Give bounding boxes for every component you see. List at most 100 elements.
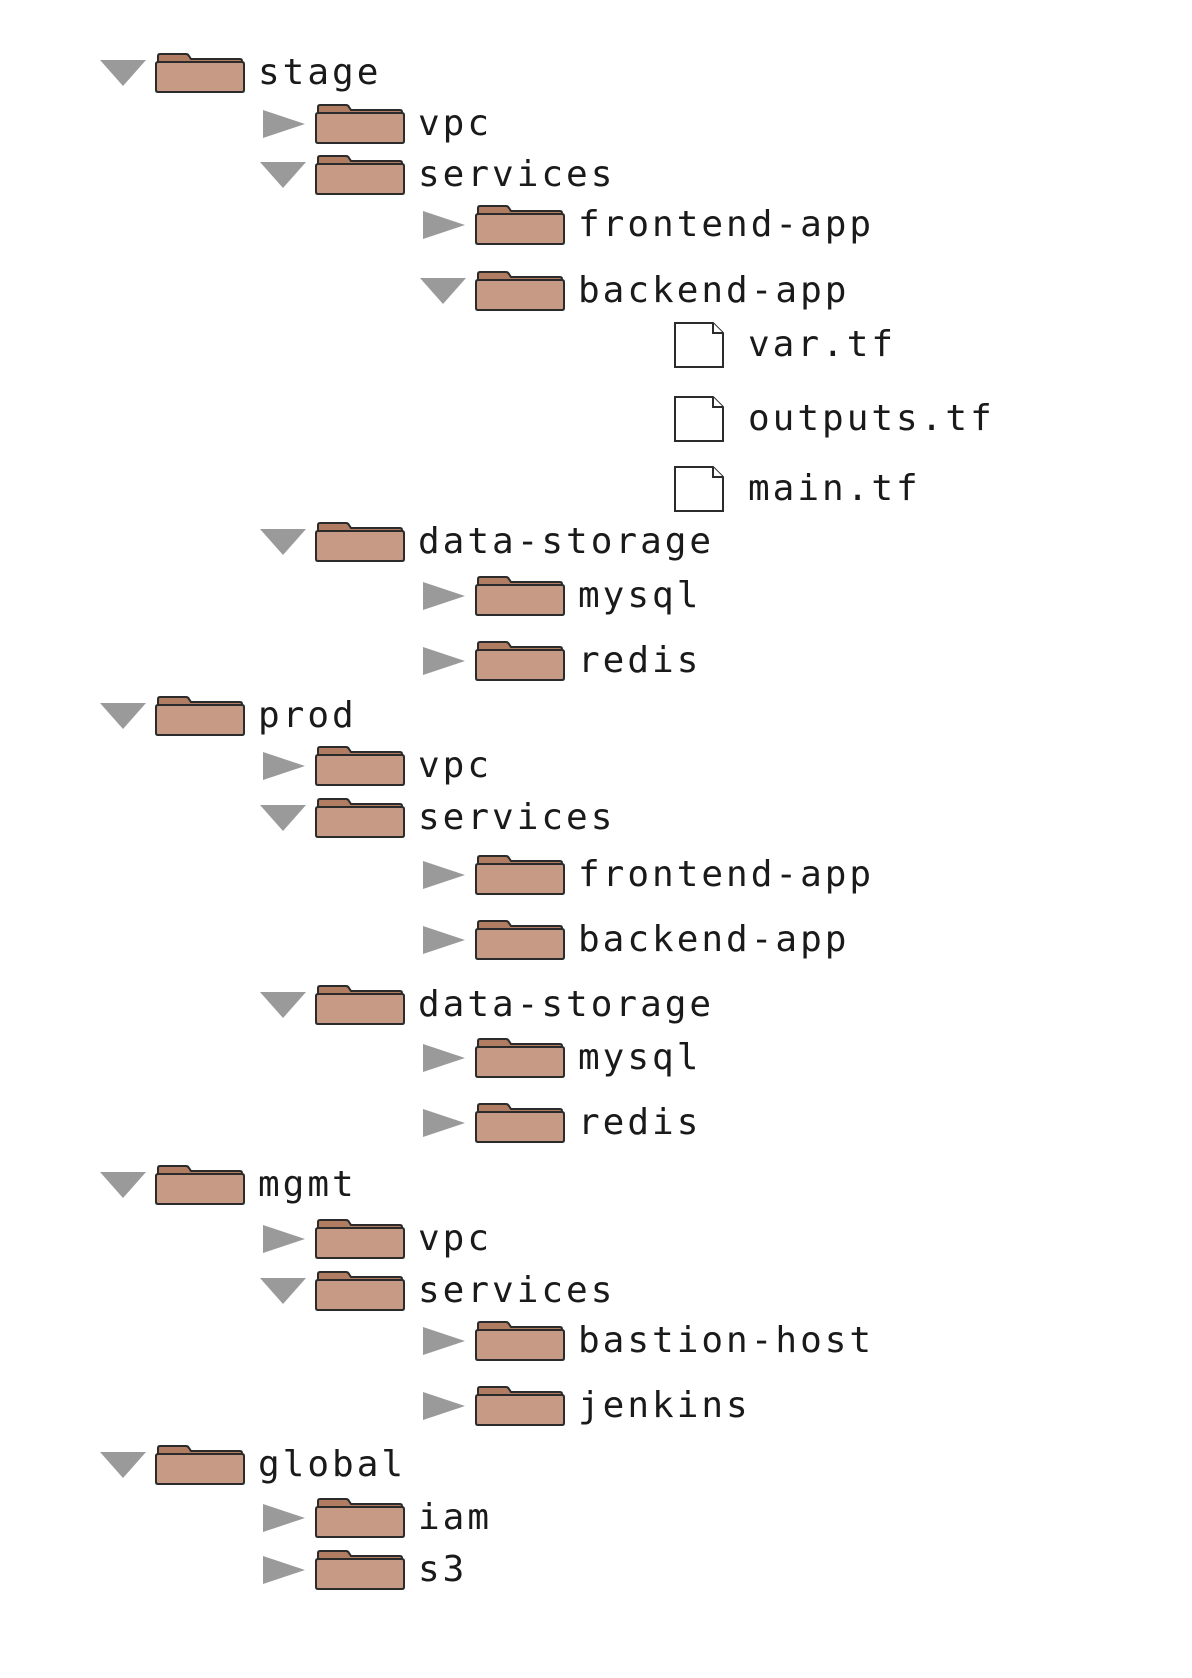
folder-icon (470, 573, 570, 619)
folder-item-mgmt[interactable]: mgmt (96, 1158, 357, 1212)
folder-item-frontend-app[interactable]: frontend-app (416, 198, 874, 252)
folder-label: prod (258, 695, 357, 736)
expand-triangle-icon[interactable] (416, 1103, 470, 1143)
folder-label: mysql (578, 575, 702, 616)
folder-icon (470, 917, 570, 963)
file-label: var.tf (748, 324, 897, 365)
folder-item-vpc[interactable]: vpc (256, 1212, 492, 1266)
folder-item-s3[interactable]: s3 (256, 1543, 467, 1597)
folder-label: jenkins (578, 1385, 751, 1426)
folder-label: vpc (418, 745, 493, 786)
folder-icon (470, 202, 570, 248)
folder-item-prod[interactable]: prod (96, 689, 357, 743)
file-icon (666, 466, 732, 512)
collapse-triangle-icon[interactable] (416, 271, 470, 311)
folder-icon (470, 852, 570, 898)
collapse-triangle-icon[interactable] (256, 985, 310, 1025)
folder-label: stage (258, 52, 382, 93)
folder-label: s3 (418, 1549, 468, 1590)
folder-icon (470, 1383, 570, 1429)
expand-triangle-icon[interactable] (416, 1386, 470, 1426)
folder-icon (470, 1318, 570, 1364)
folder-icon (310, 743, 410, 789)
collapse-triangle-icon[interactable] (96, 1165, 150, 1205)
folder-item-redis[interactable]: redis (416, 634, 701, 688)
expand-triangle-icon[interactable] (416, 855, 470, 895)
folder-label: global (258, 1444, 407, 1485)
folder-item-data-storage[interactable]: data-storage (256, 978, 714, 1032)
folder-icon (310, 1495, 410, 1541)
expand-triangle-icon[interactable] (256, 746, 310, 786)
folder-icon (150, 1442, 250, 1488)
folder-label: iam (418, 1497, 493, 1538)
collapse-triangle-icon[interactable] (96, 696, 150, 736)
expand-triangle-icon[interactable] (416, 1038, 470, 1078)
folder-label: vpc (418, 103, 493, 144)
folder-item-stage[interactable]: stage (96, 46, 381, 100)
folder-label: data-storage (418, 521, 715, 562)
folder-label: services (418, 797, 616, 838)
file-label: outputs.tf (748, 398, 995, 439)
expand-triangle-icon[interactable] (416, 576, 470, 616)
collapse-triangle-icon[interactable] (96, 1445, 150, 1485)
folder-label: frontend-app (578, 854, 875, 895)
expand-triangle-icon[interactable] (416, 641, 470, 681)
folder-icon (310, 519, 410, 565)
folder-label: redis (578, 1102, 702, 1143)
expand-triangle-icon[interactable] (256, 1498, 310, 1538)
folder-item-backend-app[interactable]: backend-app (416, 913, 849, 967)
folder-item-vpc[interactable]: vpc (256, 739, 492, 793)
folder-label: mysql (578, 1037, 702, 1078)
expand-triangle-icon[interactable] (416, 1321, 470, 1361)
folder-icon (310, 795, 410, 841)
folder-label: backend-app (578, 270, 850, 311)
folder-item-backend-app[interactable]: backend-app (416, 264, 849, 318)
collapse-triangle-icon[interactable] (256, 155, 310, 195)
folder-item-mysql[interactable]: mysql (416, 569, 701, 623)
folder-item-frontend-app[interactable]: frontend-app (416, 848, 874, 902)
file-item-outputs-tf[interactable]: outputs.tf (666, 392, 995, 446)
file-icon (666, 396, 732, 442)
file-icon (666, 322, 732, 368)
expand-triangle-icon[interactable] (256, 104, 310, 144)
folder-label: data-storage (418, 984, 715, 1025)
folder-icon (470, 1100, 570, 1146)
expand-triangle-icon[interactable] (256, 1550, 310, 1590)
collapse-triangle-icon[interactable] (256, 1271, 310, 1311)
collapse-triangle-icon[interactable] (256, 798, 310, 838)
folder-icon (150, 693, 250, 739)
folder-label: services (418, 1270, 616, 1311)
file-item-var-tf[interactable]: var.tf (666, 318, 896, 372)
expand-triangle-icon[interactable] (416, 920, 470, 960)
file-label: main.tf (748, 468, 921, 509)
collapse-triangle-icon[interactable] (96, 53, 150, 93)
folder-item-vpc[interactable]: vpc (256, 97, 492, 151)
folder-item-data-storage[interactable]: data-storage (256, 515, 714, 569)
folder-item-bastion-host[interactable]: bastion-host (416, 1314, 874, 1368)
collapse-triangle-icon[interactable] (256, 522, 310, 562)
folder-icon (470, 638, 570, 684)
folder-item-redis[interactable]: redis (416, 1096, 701, 1150)
folder-item-global[interactable]: global (96, 1438, 406, 1492)
folder-icon (310, 152, 410, 198)
folder-item-mysql[interactable]: mysql (416, 1031, 701, 1085)
folder-icon (150, 50, 250, 96)
folder-label: vpc (418, 1218, 493, 1259)
folder-item-jenkins[interactable]: jenkins (416, 1379, 751, 1433)
folder-item-services[interactable]: services (256, 148, 615, 202)
folder-item-services[interactable]: services (256, 791, 615, 845)
folder-item-iam[interactable]: iam (256, 1491, 492, 1545)
file-item-main-tf[interactable]: main.tf (666, 462, 921, 516)
folder-item-services[interactable]: services (256, 1264, 615, 1318)
expand-triangle-icon[interactable] (416, 205, 470, 245)
expand-triangle-icon[interactable] (256, 1219, 310, 1259)
folder-icon (310, 1547, 410, 1593)
folder-label: services (418, 154, 616, 195)
folder-label: redis (578, 640, 702, 681)
folder-icon (310, 1216, 410, 1262)
folder-icon (310, 1268, 410, 1314)
folder-label: frontend-app (578, 204, 875, 245)
folder-label: bastion-host (578, 1320, 875, 1361)
folder-icon (470, 1035, 570, 1081)
